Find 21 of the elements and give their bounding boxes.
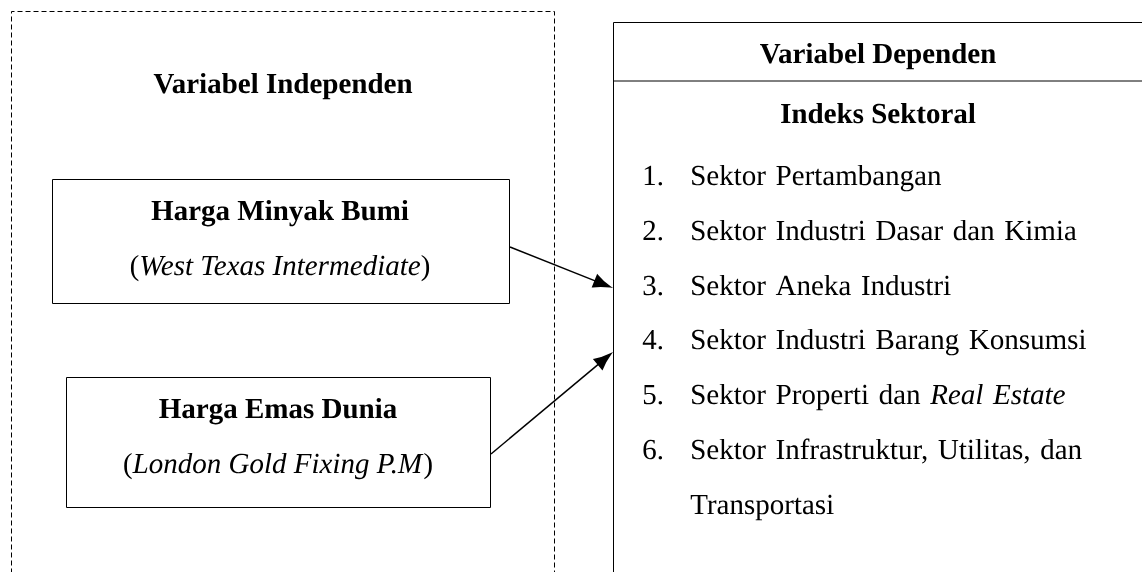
list-item: Sektor Properti dan Real Estate <box>692 383 1065 411</box>
heading: Variabel Dependen <box>760 42 996 70</box>
list-item: Sektor Industri Barang Konsumsi <box>692 328 1086 356</box>
list-number: 4. <box>642 329 663 350</box>
list-number: 5. <box>643 385 663 405</box>
heading: Variabel Independen <box>153 72 413 100</box>
list-number: 6. <box>643 439 663 460</box>
arrow <box>509 246 611 288</box>
heading: Harga Minyak Bumi <box>151 199 409 227</box>
list-item: Sektor Infrastruktur, Utilitas, dan Transportasi <box>690 438 1082 521</box>
heading: Harga Emas Dunia <box>159 397 397 425</box>
arrow <box>490 353 612 455</box>
heading: Indeks Sektoral <box>781 102 976 124</box>
list-item: Sektor Aneka Industri <box>692 274 951 296</box>
list-item: Sektor Pertambangan <box>692 164 942 192</box>
list-number: 3. <box>643 275 663 296</box>
subtitle: (West Texas Intermediate) <box>130 254 430 282</box>
subtitle: (London Gold Fixing P.M) <box>124 452 432 480</box>
list-item: Sektor Industri Dasar dan Kimia <box>692 219 1077 241</box>
list-number: 1. <box>644 165 663 186</box>
list-number: 2. <box>643 220 663 241</box>
